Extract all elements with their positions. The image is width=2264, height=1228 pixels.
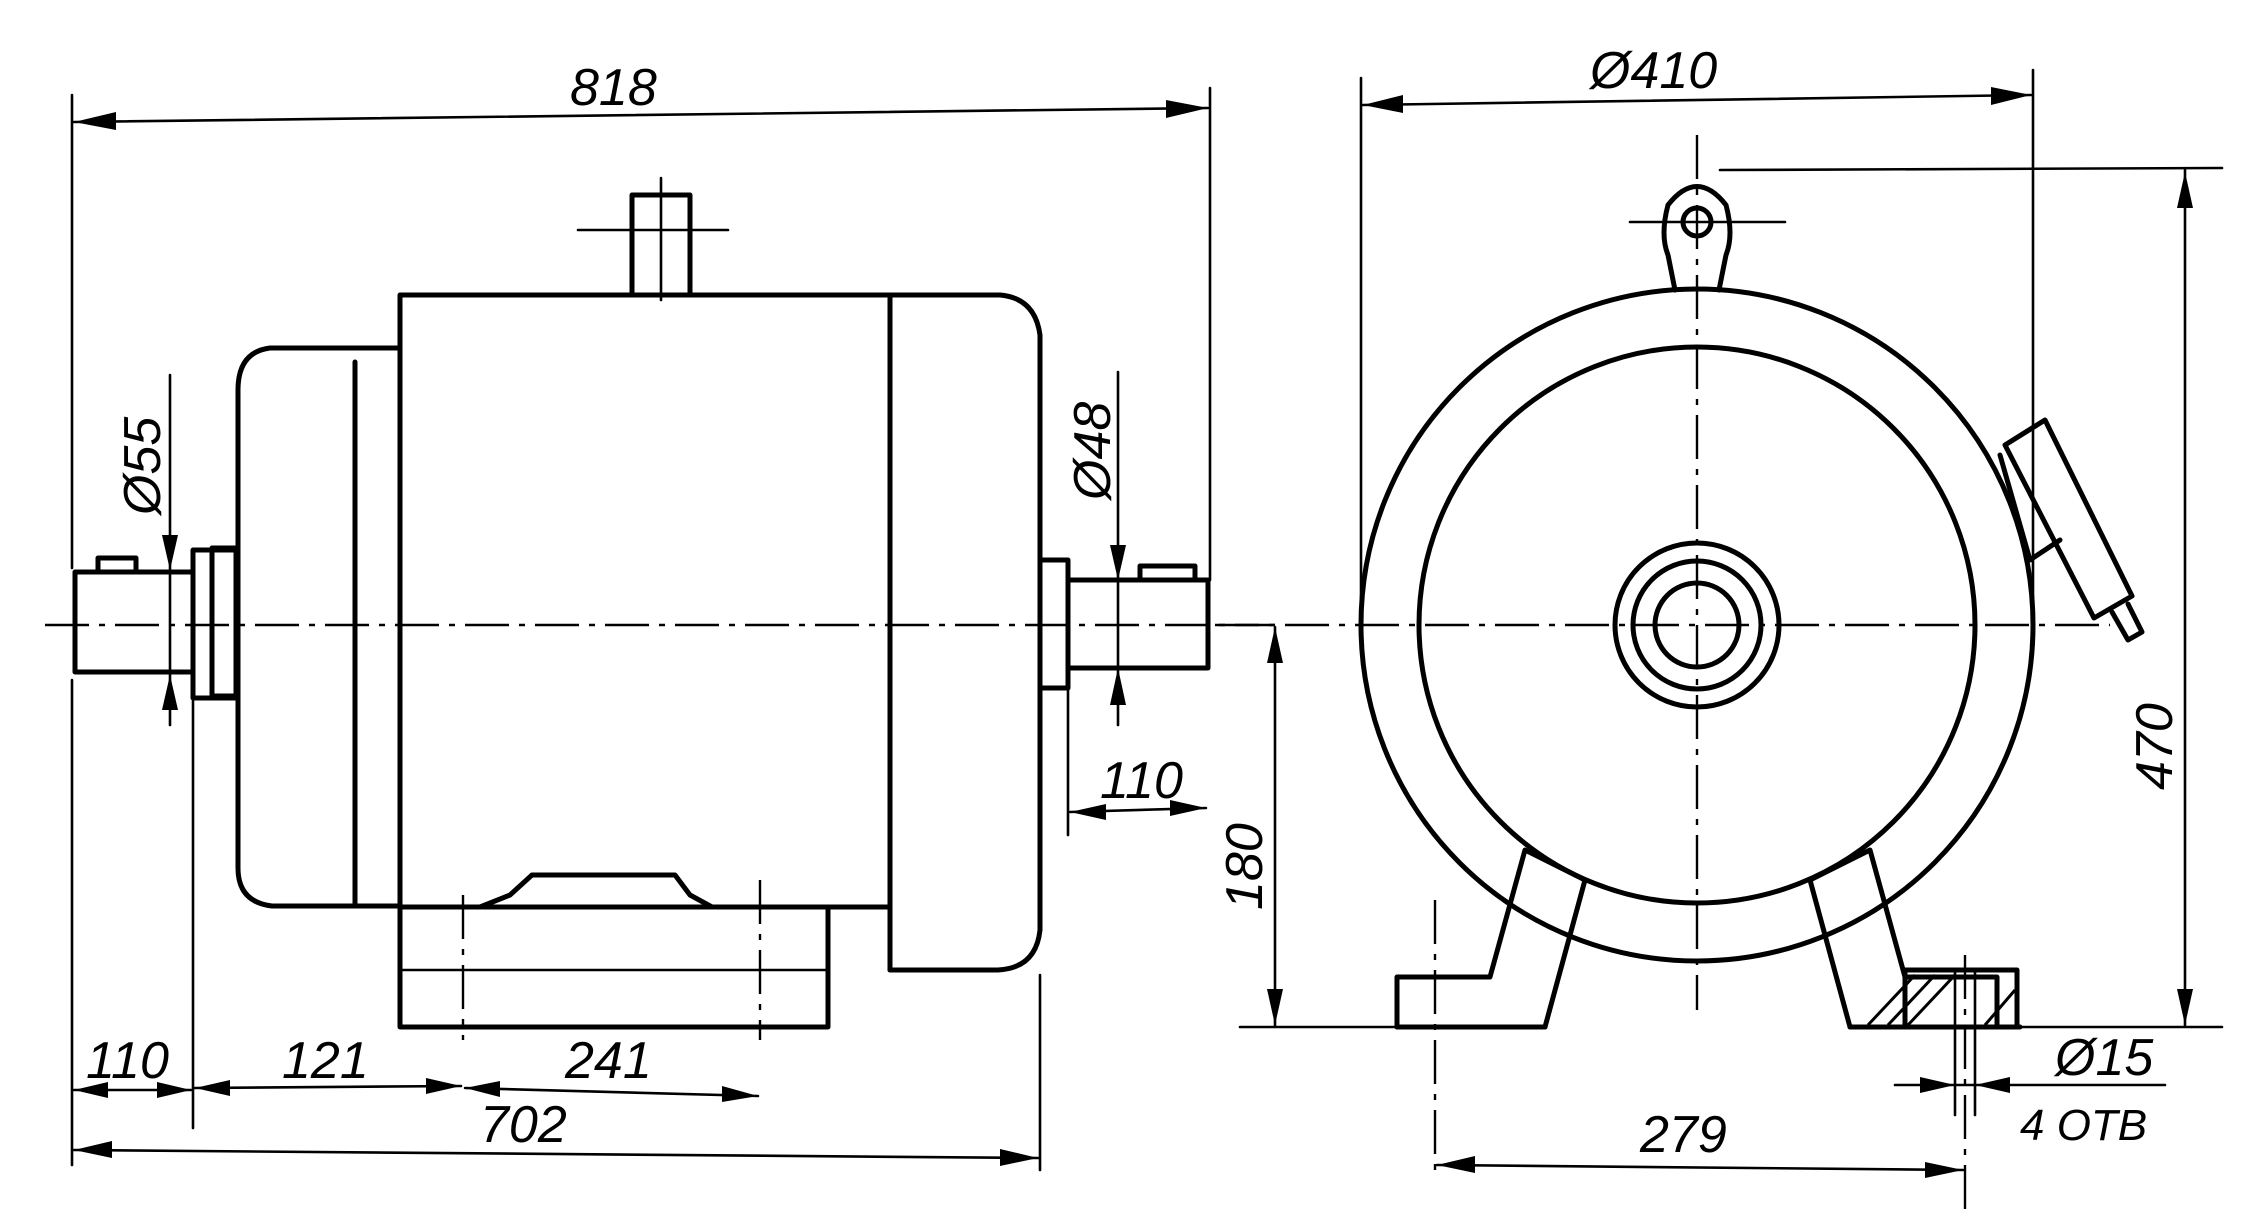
shaft-boss-middle <box>1630 558 1764 692</box>
dim-818-line <box>72 106 1210 124</box>
dim-279-arrow-r <box>1925 1162 1963 1178</box>
dim-d15-arrow-l <box>1920 1077 1955 1093</box>
dim-110-right-arrow-left <box>1070 804 1106 820</box>
terminal-box-gland <box>2109 601 2145 643</box>
dim-279-label: 279 <box>1639 1106 1727 1164</box>
foot-pad-section <box>1902 967 2020 1030</box>
dim-d48-label: Ø48 <box>1064 402 1122 502</box>
motor-housing <box>397 292 893 910</box>
dim-d410-label: Ø410 <box>1588 42 1717 100</box>
dim-241-label: 241 <box>564 1032 652 1090</box>
terminal-box-body <box>2002 417 2135 621</box>
dim-818-arrow-left <box>74 112 116 130</box>
dim-d15-count-note: 4 ОТВ <box>2020 1101 2147 1150</box>
housing-inner-circle <box>1416 344 1978 906</box>
dim-110-left-arrow-l <box>74 1082 108 1098</box>
dim-470-label: 470 <box>2126 703 2184 790</box>
dim-110-left-arrow-r <box>157 1082 191 1098</box>
left-shaft <box>72 569 196 675</box>
dim-110-right-arrow-right <box>1170 800 1206 816</box>
dim-121-arrow-r <box>426 1078 461 1094</box>
dim-241-arrow-l <box>465 1081 500 1097</box>
dim-d15-label: Ø15 <box>2053 1029 2154 1087</box>
front-end-shield <box>887 292 1043 973</box>
dim-d48-arrow-bottom <box>1110 668 1126 705</box>
dim-110-left-label: 110 <box>86 1032 169 1090</box>
dim-818-arrow-right <box>1166 100 1208 118</box>
motor-foot-base <box>397 904 831 1030</box>
lifting-eye-front <box>1661 184 1733 293</box>
dim-121-line <box>193 1084 463 1090</box>
dim-180-arrow-bottom <box>1267 989 1283 1025</box>
dim-702-label: 702 <box>480 1096 567 1154</box>
front-view: Ø410 470 180 279 Ø15 4 ОТВ <box>1215 42 2224 1215</box>
dim-241-arrow-r <box>722 1086 758 1102</box>
dim-818-label: 818 <box>570 59 657 117</box>
dim-702-arrow-l <box>74 1141 112 1158</box>
side-view: 818 Ø55 Ø48 110 110 121 241 <box>45 59 1275 1172</box>
dim-d15-arrow-r <box>1975 1077 2010 1093</box>
dim-121-arrow-l <box>195 1080 230 1096</box>
left-shaft-collar <box>209 545 239 699</box>
dim-d55-label: Ø55 <box>114 416 172 517</box>
foot-cutout <box>477 872 715 910</box>
dim-470-arrow-bottom <box>2177 989 2193 1025</box>
left-foot <box>1394 847 1588 1030</box>
dim-d55-arrow-top <box>162 535 178 570</box>
terminal-box-base <box>1997 452 2063 563</box>
shaft-boss-outer <box>1612 540 1782 710</box>
dim-279-line <box>1435 1163 1965 1172</box>
dim-d410-arrow-l <box>1363 95 1403 113</box>
dim-d410-arrow-r <box>1991 87 2031 105</box>
dim-180-arrow-top <box>1267 627 1283 663</box>
dim-180-label: 180 <box>1216 823 1274 910</box>
dim-702-arrow-r <box>1000 1149 1038 1166</box>
dim-470-ext-top <box>1718 166 2224 172</box>
dim-d48-arrow-top <box>1110 545 1126 580</box>
dim-121-label: 121 <box>282 1032 369 1090</box>
terminal-box <box>1997 417 2145 643</box>
dim-470-arrow-top <box>2177 172 2193 208</box>
left-shaft-key <box>95 555 139 575</box>
dim-279-arrow-l <box>1437 1156 1475 1173</box>
dim-702-line <box>72 1148 1040 1160</box>
right-shaft-key <box>1137 563 1198 583</box>
foot-pad-hatching <box>1866 973 2017 1027</box>
dim-d55-arrow-bottom <box>162 675 178 710</box>
dim-d410-line <box>1361 93 2033 107</box>
rear-end-shield <box>235 345 403 909</box>
dim-110-right-label: 110 <box>1100 752 1183 810</box>
shaft-end <box>1652 580 1742 670</box>
dim-241-line <box>463 1086 760 1098</box>
